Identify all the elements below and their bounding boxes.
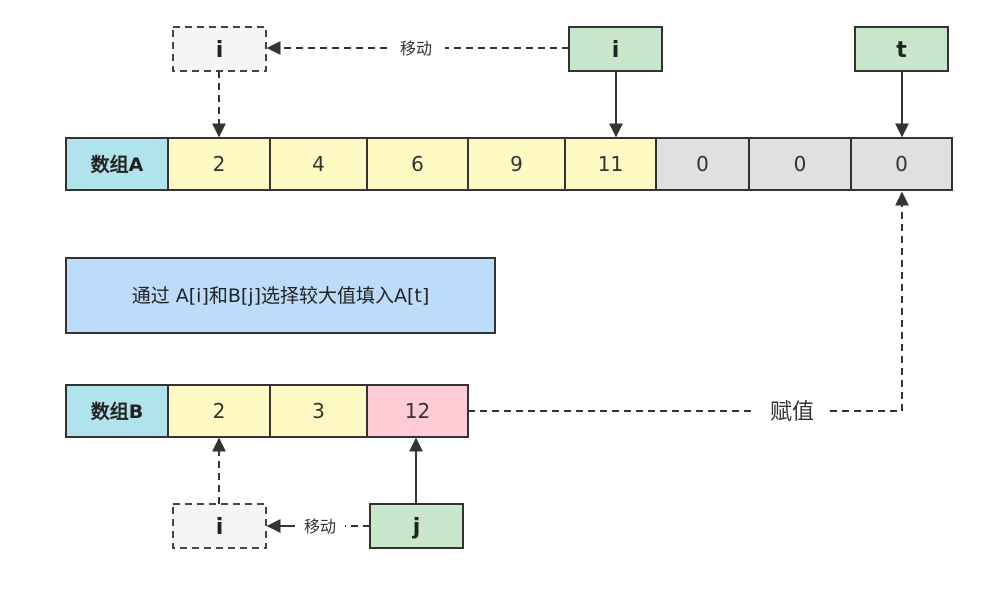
array-a-cell-7: 0 [850,137,953,191]
pointer-a-i: i [568,26,663,72]
array-b-value-0: 2 [213,399,226,423]
array-a-value-2: 6 [411,152,424,176]
array-a-label: 数组A [91,153,144,176]
array-b-label: 数组B [91,400,143,423]
assign-edge-right [830,191,909,412]
array-a-value-7: 0 [895,152,908,176]
array-a-value-1: 4 [312,152,325,176]
assign-label: 赋值 [770,400,814,425]
pointer-a-i-label: i [612,38,620,63]
pointer-b-j: j [369,503,464,549]
pointer-a-t: t [854,26,949,72]
array-a-value-3: 9 [510,152,523,176]
move-label-b: 移动 [304,517,336,536]
array-a-value-4: 11 [598,152,623,176]
pointer-b-ghost-i: i [172,503,267,549]
move-label-a: 移动 [400,39,432,58]
array-a-cell-0: 2 [167,137,271,191]
array-b: 数组B 2 3 12 [65,384,469,438]
array-a-cell-5: 0 [655,137,750,191]
array-b-cell-1: 3 [269,384,368,438]
array-a-cell-6: 0 [748,137,852,191]
array-a-label-cell [65,137,169,191]
array-b-value-1: 3 [312,399,325,423]
pointer-b-j-label: j [412,515,421,540]
pointer-a-ghost-i-label: i [216,38,224,63]
pointer-a-ghost-i: i [172,26,267,72]
array-a-value-5: 0 [696,152,709,176]
array-a-cell-3: 9 [467,137,566,191]
array-b-value-2: 12 [405,399,430,423]
array-b-label-cell [65,384,169,438]
note-box: 通过 A[i]和B[j]选择较大值填入A[t] [65,257,496,334]
array-a: 数组A 2 4 6 9 11 0 0 0 [65,137,953,191]
array-a-value-6: 0 [794,152,807,176]
array-a-cell-4: 11 [564,137,657,191]
array-a-value-0: 2 [213,152,226,176]
array-a-cell-2: 6 [366,137,469,191]
pointer-b-ghost-i-label: i [216,515,224,540]
pointer-a-t-label: t [896,38,907,63]
note-text: 通过 A[i]和B[j]选择较大值填入A[t] [132,285,430,307]
array-b-cell-2: 12 [366,384,469,438]
array-b-cell-0: 2 [167,384,271,438]
array-a-cell-1: 4 [269,137,368,191]
